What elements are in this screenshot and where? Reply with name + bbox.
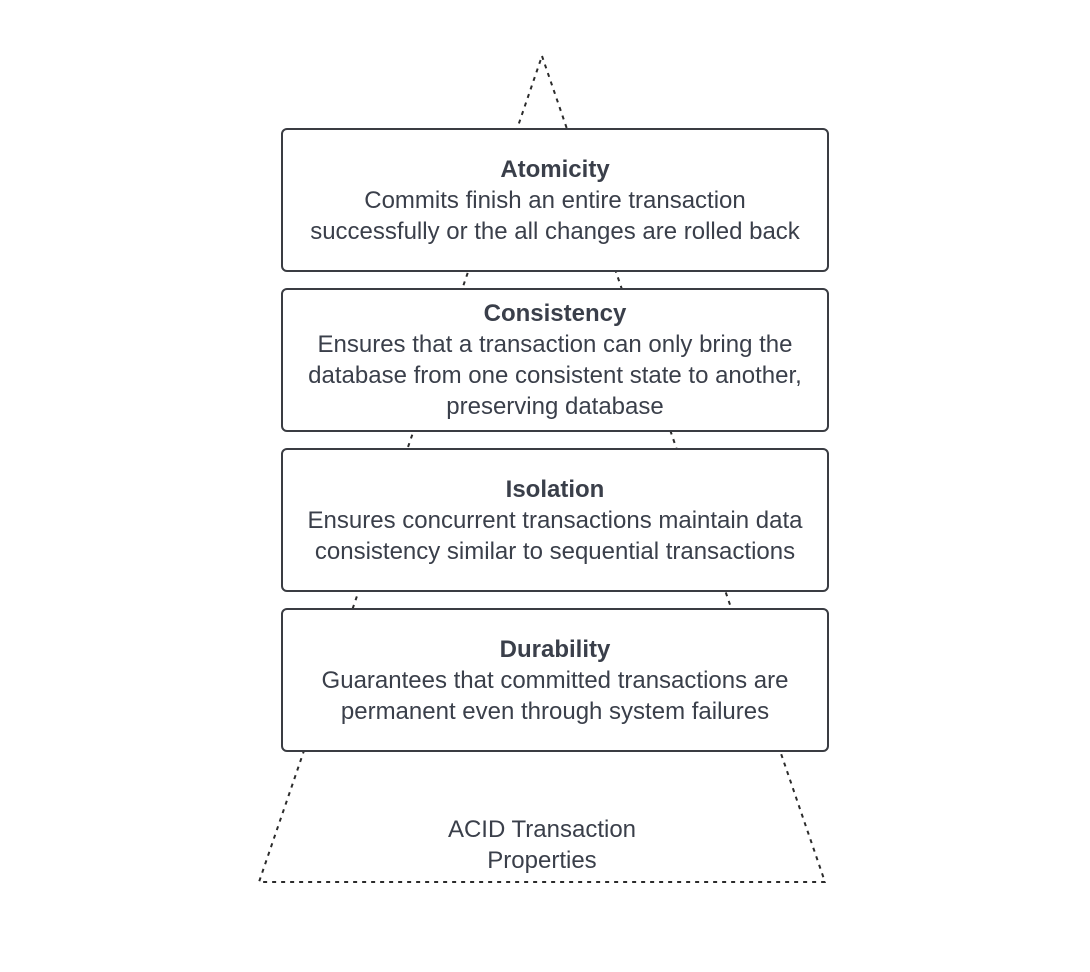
layer-durability: Durability Guarantees that committed tra…	[281, 608, 829, 752]
layer-consistency: Consistency Ensures that a transaction c…	[281, 288, 829, 432]
layer-title-isolation: Isolation	[505, 475, 605, 503]
pyramid-caption-line-2: Properties	[487, 847, 597, 874]
layer-description-atomicity: Commits finish an entire transaction suc…	[310, 186, 800, 245]
layer-description-consistency: Ensures that a transaction can only brin…	[308, 331, 802, 420]
layer-description-isolation: Ensures concurrent transactions maintain…	[307, 506, 803, 565]
layer-title-atomicity: Atomicity	[500, 155, 610, 183]
layer-title-consistency: Consistency	[483, 300, 627, 327]
layer-isolation: Isolation Ensures concurrent transaction…	[281, 448, 829, 592]
pyramid-caption-line-1: ACID Transaction	[447, 816, 637, 843]
pyramid-caption: ACID Transaction Properties	[392, 814, 692, 876]
layer-atomicity: Atomicity Commits finish an entire trans…	[281, 128, 829, 272]
layer-title-durability: Durability	[499, 635, 611, 663]
layer-description-durability: Guarantees that committed transactions a…	[321, 666, 789, 725]
